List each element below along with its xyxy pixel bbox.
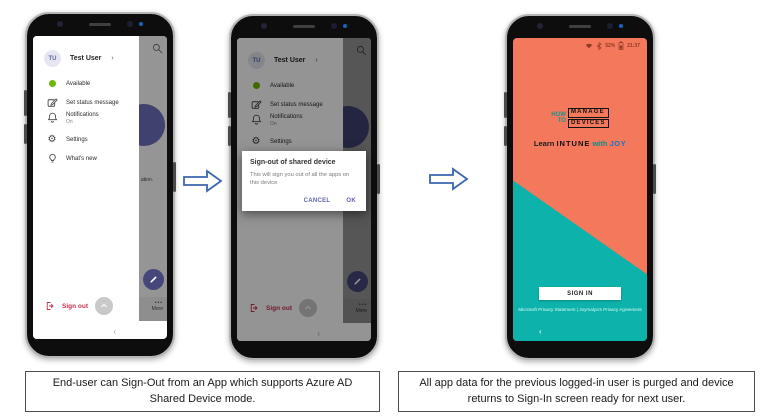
drawer-handle-button <box>299 299 317 317</box>
bell-icon <box>250 114 262 125</box>
bixby-button <box>24 124 27 144</box>
bixby-button <box>228 126 231 146</box>
clock-time: 21:37 <box>627 42 640 49</box>
how-to-manage-devices-logo: HOW TO MANAGE DEVICES <box>513 108 647 128</box>
chevron-right-icon: › <box>315 57 318 64</box>
dialog-actions: CANCEL OK <box>252 198 356 204</box>
gear-icon: ⚙ <box>47 134 57 145</box>
flow-arrow-1 <box>183 169 223 193</box>
sign-in-button[interactable]: SIGN IN <box>539 287 621 300</box>
phone-3-screen: 52% 21:37 HOW TO MANAGE DEVICES Learn IN… <box>513 38 647 341</box>
sensor-icon <box>331 23 337 29</box>
logo-word-devices: DEVICES <box>567 118 609 128</box>
led-sensor-icon <box>619 24 623 28</box>
sign-out-icon <box>248 303 260 313</box>
volume-button <box>504 92 507 118</box>
compose-fab <box>143 269 164 290</box>
led-sensor-icon <box>139 22 143 26</box>
presence-available-icon <box>250 82 262 89</box>
logo-word-to: TO <box>557 118 566 124</box>
status-bar: 52% 21:37 <box>585 41 640 50</box>
avatar: TU <box>248 52 265 69</box>
status-message-icon <box>250 99 262 110</box>
wifi-icon <box>585 43 593 49</box>
power-button <box>377 164 380 194</box>
bixby-button <box>504 126 507 146</box>
user-profile-row: TU Test User › <box>248 52 318 69</box>
dimmed-app-background[interactable]: ation. ••• More <box>138 36 167 321</box>
bottom-nav-more: ••• More <box>138 297 167 321</box>
partial-background-text: ation. <box>140 177 154 183</box>
earpiece-speaker <box>89 23 111 26</box>
volume-button <box>228 92 231 118</box>
sign-out-icon <box>44 301 56 311</box>
logo-word-manage: MANAGE <box>567 108 609 118</box>
logo-word-how: HOW <box>551 111 566 118</box>
menu-item-set-status-message[interactable]: Set status message <box>46 97 119 108</box>
user-profile-row[interactable]: TU Test User › <box>44 50 114 67</box>
phone-3-signin-screen: 52% 21:37 HOW TO MANAGE DEVICES Learn IN… <box>504 14 656 360</box>
sign-out-button: Sign out <box>248 303 292 313</box>
teams-drawer-panel: TU Test User › Available Set status mess… <box>33 36 139 339</box>
bottom-nav-more: ••• More <box>342 299 371 323</box>
front-camera-icon <box>537 23 543 29</box>
menu-item-available[interactable]: Available <box>46 80 90 87</box>
phone-1-teams-drawer: TU Test User › Available Set status mess… <box>24 12 176 358</box>
menu-item-notifications[interactable]: Notifications On <box>46 112 99 125</box>
user-name: Test User <box>274 57 306 64</box>
presence-available-icon <box>46 80 58 87</box>
back-nav-button: ‹ <box>317 329 321 338</box>
phone-2-signout-dialog: TU Test User › Available Set status mess… <box>228 14 380 360</box>
earpiece-speaker <box>293 25 315 28</box>
compose-fab <box>347 271 368 292</box>
menu-item-notifications: Notifications On <box>250 114 303 127</box>
menu-item-whats-new[interactable]: What's new <box>46 153 97 164</box>
phone-1-screen: TU Test User › Available Set status mess… <box>33 36 167 339</box>
battery-icon <box>618 41 624 50</box>
caption-left: End-user can Sign-Out from an App which … <box>25 371 380 412</box>
search-icon <box>152 41 163 59</box>
status-message-icon <box>46 97 58 108</box>
phone-2-screen: TU Test User › Available Set status mess… <box>237 38 371 341</box>
tagline: Learn INTUNE with JOY <box>533 139 627 148</box>
sensor-icon <box>607 23 613 29</box>
cancel-button[interactable]: CANCEL <box>303 197 331 204</box>
dialog-body: This will sign you out of all the apps o… <box>250 172 350 187</box>
drawer-handle-button[interactable] <box>95 297 113 315</box>
battery-percent: 52% <box>605 42 616 49</box>
user-name: Test User <box>70 55 102 62</box>
menu-item-set-status-message: Set status message <box>250 99 323 110</box>
caption-right: All app data for the previous logged-in … <box>398 371 755 412</box>
more-dots-icon: ••• <box>154 300 163 306</box>
menu-item-available: Available <box>250 82 294 89</box>
privacy-links[interactable]: Microsoft Privacy Statement | Joymalya's… <box>518 307 642 312</box>
lightbulb-icon <box>46 153 58 164</box>
sign-out-button[interactable]: Sign out <box>44 301 88 311</box>
chevron-right-icon: › <box>111 55 114 62</box>
ok-button[interactable]: OK <box>346 197 356 204</box>
search-icon <box>356 43 367 61</box>
menu-item-settings[interactable]: ⚙ Settings <box>47 134 88 145</box>
front-camera-icon <box>57 21 63 27</box>
earpiece-speaker <box>569 25 591 28</box>
bluetooth-icon <box>597 41 602 50</box>
led-sensor-icon <box>343 24 347 28</box>
menu-item-settings: ⚙ Settings <box>251 136 292 147</box>
power-button <box>653 164 656 194</box>
volume-button <box>24 90 27 116</box>
signout-dialog: Sign-out of shared device This will sign… <box>242 151 366 211</box>
back-nav-button[interactable]: ‹ <box>113 327 117 336</box>
dialog-title: Sign-out of shared device <box>250 159 336 166</box>
flow-arrow-2 <box>429 167 469 191</box>
illustration-circle <box>138 104 165 146</box>
sensor-icon <box>127 21 133 27</box>
gear-icon: ⚙ <box>251 136 261 147</box>
power-button <box>173 162 176 192</box>
more-dots-icon: ••• <box>358 302 367 308</box>
bell-icon <box>46 112 58 123</box>
back-nav-button[interactable]: ‹ <box>539 327 542 336</box>
front-camera-icon <box>261 23 267 29</box>
avatar: TU <box>44 50 61 67</box>
